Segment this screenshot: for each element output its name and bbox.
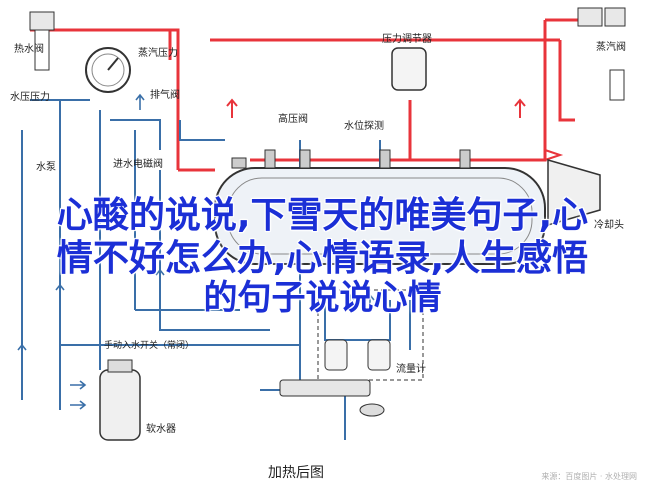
overlay-line-3: 的句子说说心情	[203, 278, 442, 318]
water-arrows	[17, 93, 375, 410]
water-level-probe-label: 水位探测	[344, 121, 384, 132]
steam-valve-label: 蒸汽阀	[596, 42, 626, 53]
control-box	[317, 289, 424, 381]
hot-pipes	[30, 18, 600, 172]
pressure-regulator-label: 压力调节器	[382, 34, 432, 45]
inlet-solenoid-label: 进水电磁阀	[113, 159, 163, 170]
pressure-gauge	[85, 47, 131, 93]
cooling-head-label: 冷却头	[594, 220, 624, 231]
hot-water-pressure-label: 热水阀	[14, 44, 44, 55]
steam-valve-unit	[577, 7, 626, 101]
hot-arrows	[226, 98, 564, 161]
boiler-drum	[214, 149, 546, 265]
diagram-caption: 加热后图	[268, 465, 324, 481]
high-pressure-valve-label: 高压阀	[278, 114, 308, 125]
overlay-line-1: 心酸的说说,下雪天的唯美句子,心	[56, 195, 589, 236]
softener-label: 软水器	[146, 424, 176, 435]
softener-unit	[99, 359, 141, 441]
cooling-head-unit	[547, 159, 601, 226]
water-pressure-label: 水压压力	[10, 92, 50, 103]
exhaust-valve-label: 排气阀	[150, 90, 180, 101]
pressure-regulator-unit	[391, 47, 427, 91]
flowmeter-units	[279, 339, 391, 417]
steam-pressure-label: 蒸汽压力	[138, 48, 178, 59]
overlay-line-2: 情不好怎么办,心情语录,人生感悟	[56, 238, 589, 279]
watermark: 来源：百度图片 · 水处理网	[541, 472, 637, 481]
hot-water-valve-unit	[29, 11, 55, 71]
flowmeter-label: 流量计	[396, 364, 426, 375]
manual-inlet-label: 手动入水开关（常闭）	[104, 341, 195, 351]
water-pump-label: 水泵	[36, 162, 56, 173]
